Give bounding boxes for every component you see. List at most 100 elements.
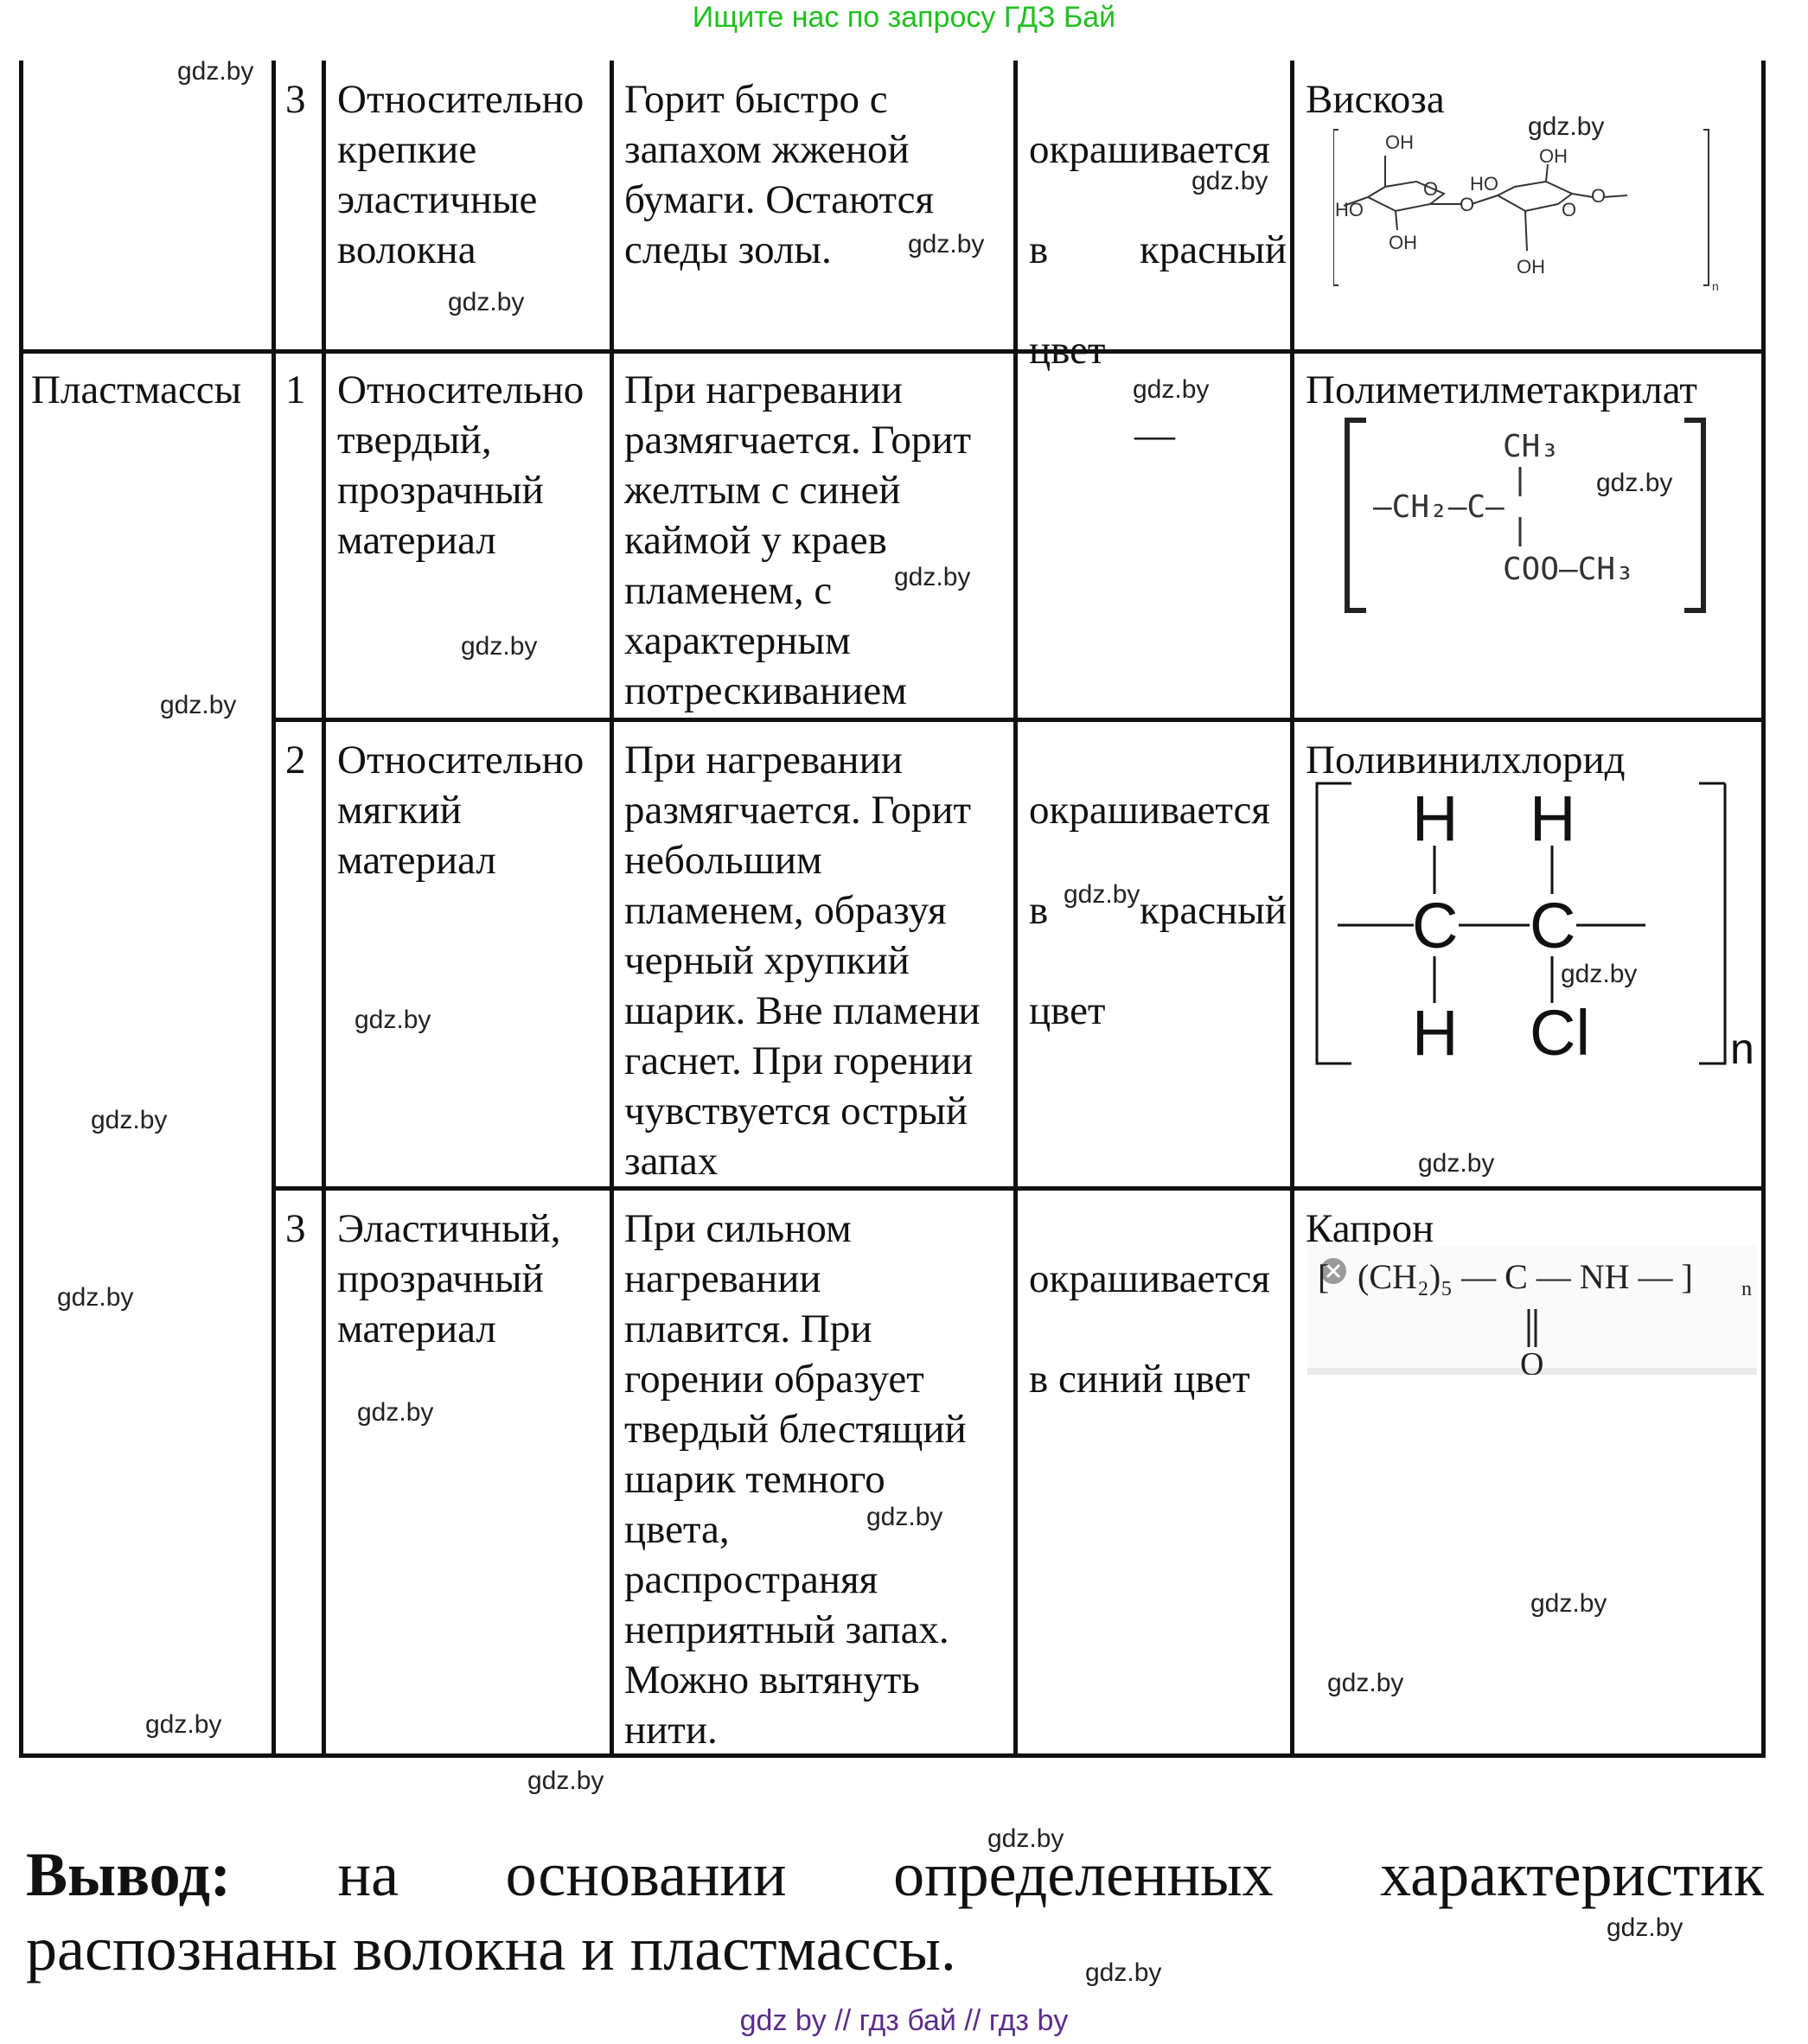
formula-label: O	[1562, 199, 1576, 220]
row-number: 3	[285, 1206, 306, 1251]
table-divider	[1013, 61, 1018, 1758]
formula-label: Cl	[1530, 997, 1590, 1069]
reaction-line: в синий цвет	[1029, 1357, 1250, 1402]
reaction-line: цвет	[1029, 988, 1106, 1033]
watermark: gdz.by	[527, 1766, 604, 1795]
conclusion-label: Вывод:	[26, 1840, 231, 1909]
formula-label: n	[1730, 1025, 1754, 1072]
search-banner[interactable]: Ищите нас по запросу ГДЗ Бай	[692, 1, 1116, 34]
row-number: 1	[285, 367, 306, 412]
pmma-formula: CH₃ —CH₂—C— COO—CH₃	[1345, 418, 1706, 613]
watermark: gdz.by	[1418, 1149, 1495, 1178]
table-divider	[272, 718, 1766, 722]
formula-label: COO—CH₃	[1503, 552, 1634, 587]
watermark: gdz.by	[1607, 1913, 1683, 1942]
watermark: gdz.by	[1596, 469, 1673, 497]
formula-label: O	[1423, 178, 1438, 200]
watermark: gdz.by	[987, 1824, 1064, 1853]
material-description: Относительно крепкие эластичные волокна	[337, 77, 585, 272]
material-description: Эластичный, прозрачный материал	[337, 1206, 561, 1351]
table-divider	[19, 349, 1766, 354]
burning-description: При нагревании размягчается. Горит небол…	[624, 738, 981, 1184]
formula-label: O	[1460, 194, 1474, 215]
reaction-line: окрашивается	[1029, 1256, 1270, 1301]
watermark: gdz.by	[357, 1398, 434, 1427]
formula-label: [	[1318, 1257, 1329, 1296]
substance-name: Полиметилметакрилат	[1306, 367, 1697, 412]
table-divider	[610, 61, 614, 1758]
row-number: 2	[285, 738, 306, 782]
row-number: 3	[285, 77, 306, 122]
formula-label: n	[1712, 279, 1719, 293]
substance-name: Вискоза	[1306, 77, 1445, 122]
table-border-left	[19, 61, 23, 1758]
table-divider	[272, 61, 276, 1758]
watermark: gdz.by	[1085, 1958, 1162, 1987]
formula-label: OH	[1389, 232, 1417, 253]
material-description: Относительно твердый, прозрачный материа…	[337, 367, 585, 563]
watermark: gdz.by	[1133, 375, 1210, 404]
formula-label: C	[1530, 890, 1575, 961]
substance-name: Капрон	[1306, 1206, 1434, 1251]
watermark: gdz.by	[57, 1283, 134, 1312]
table-border-right	[1761, 61, 1766, 1758]
materials-table: 3 Относительно крепкие эластичные волокн…	[19, 61, 1767, 1758]
watermark: gdz.by	[908, 230, 985, 259]
reaction-text: окрашивается в синий цвет	[1029, 1204, 1287, 1454]
burning-description: При сильном нагревании плавится. При гор…	[624, 1206, 967, 1753]
reaction-line: окрашивается	[1029, 788, 1270, 833]
watermark: gdz.by	[1530, 1589, 1607, 1618]
conclusion-word: характеристик	[1380, 1840, 1764, 1909]
formula-label: O	[1520, 1346, 1543, 1375]
reaction-text: —	[1134, 412, 1175, 457]
table-divider	[322, 61, 326, 1758]
watermark: gdz.by	[1561, 960, 1638, 988]
reaction-text: окрашивается в красный цвет	[1029, 74, 1287, 425]
watermark: gdz.by	[866, 1503, 943, 1531]
reaction-line: цвет	[1029, 328, 1106, 373]
formula-label: HO	[1470, 173, 1498, 195]
table-divider	[272, 1186, 1766, 1191]
burning-description: Горит быстро с запахом жженой бумаги. Ос…	[624, 77, 935, 272]
formula-label: OH	[1517, 256, 1545, 278]
material-description: Относительно мягкий материал	[337, 738, 585, 883]
formula-label: H	[1412, 782, 1458, 854]
watermark: gdz.by	[894, 563, 971, 591]
burning-description: При нагревании размягчается. Горит желты…	[624, 367, 972, 713]
watermark: gdz.by	[177, 57, 254, 86]
formula-label: C	[1412, 890, 1458, 961]
conclusion-word: на	[337, 1840, 399, 1909]
watermark: gdz.by	[91, 1106, 168, 1134]
watermark: gdz.by	[461, 632, 538, 661]
reaction-line: окрашивается	[1029, 127, 1270, 172]
reaction-text: окрашивается в красный цвет	[1029, 735, 1287, 1086]
formula-label: HO	[1335, 199, 1364, 220]
formula-label: O	[1591, 185, 1606, 207]
formula-label: OH	[1539, 145, 1568, 167]
formula-label: OH	[1385, 131, 1414, 153]
viscose-formula: OH HO OH O O HO OH O OH O n	[1333, 129, 1719, 293]
watermark: gdz.by	[145, 1710, 222, 1739]
watermark: gdz.by	[1528, 112, 1605, 141]
conclusion: Вывод: на основании определенных характе…	[26, 1837, 1764, 1986]
formula-label: H	[1530, 782, 1575, 854]
group-label: Пластмассы	[31, 367, 242, 412]
watermark: gdz.by	[1327, 1669, 1404, 1697]
conclusion-word: основании	[505, 1840, 787, 1909]
watermark: gdz.by	[448, 288, 525, 316]
conclusion-word: определенных	[893, 1840, 1274, 1909]
formula-label: CH₃	[1503, 429, 1559, 464]
kapron-formula: [ (CH₂)₅ — C — NH — ] n O	[1307, 1245, 1757, 1375]
formula-label: (CH₂)₅ — C — NH — ]	[1358, 1257, 1693, 1296]
conclusion-line: распознаны волокна и пластмассы.	[26, 1914, 956, 1983]
footer-links[interactable]: gdz by // гдз бай // гдз by	[739, 2004, 1069, 2037]
reaction-line: в красный	[1029, 227, 1287, 272]
table-divider	[1290, 61, 1294, 1758]
substance-name: Поливинилхлорид	[1306, 738, 1626, 782]
watermark: gdz.by	[160, 691, 237, 719]
formula-label: —CH₂—C—	[1373, 489, 1505, 525]
watermark: gdz.by	[355, 1006, 431, 1034]
reaction-line: в красный	[1029, 888, 1287, 933]
table-border-bottom	[19, 1753, 1766, 1758]
formula-label: n	[1741, 1278, 1752, 1300]
